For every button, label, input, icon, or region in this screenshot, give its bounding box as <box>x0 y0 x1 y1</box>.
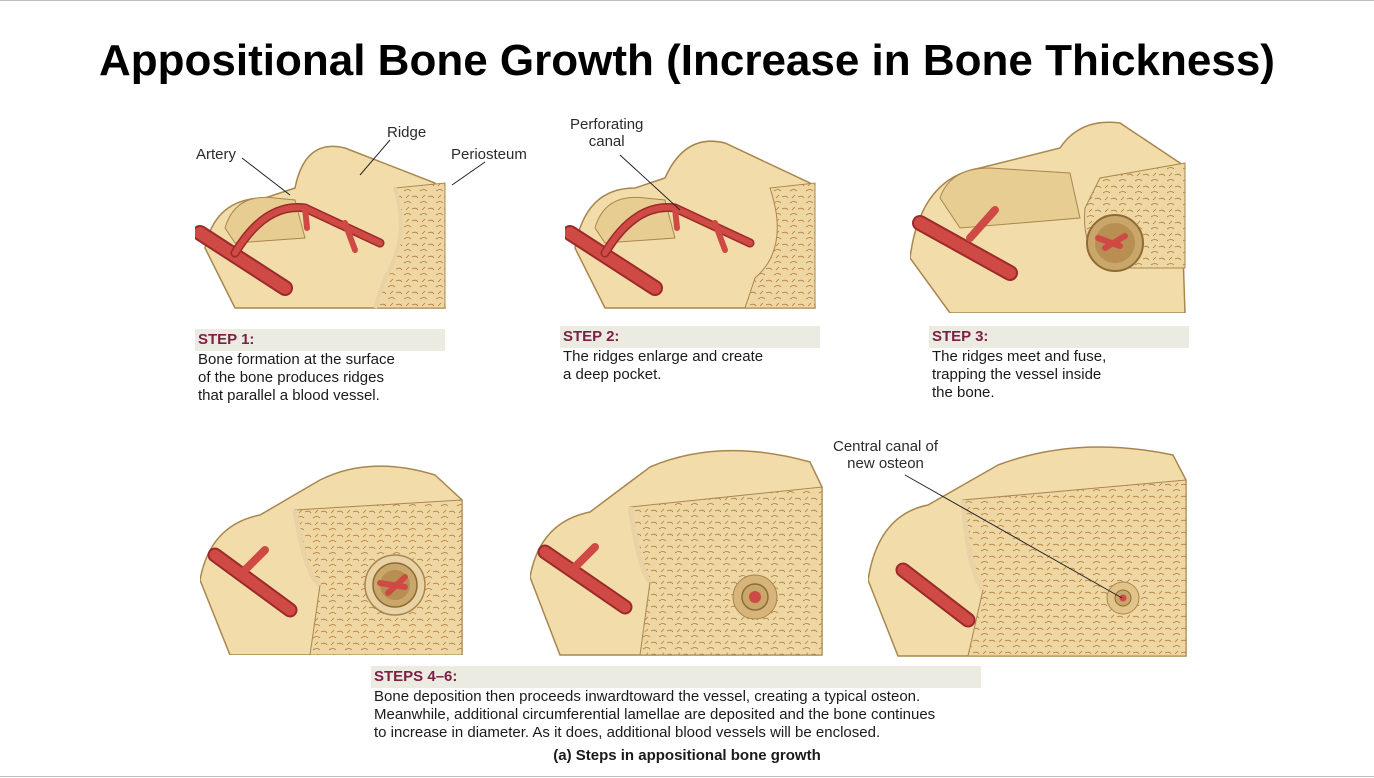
step-2-line-2: a deep pocket. <box>563 366 662 383</box>
step-3-line-3: the bone. <box>932 384 995 401</box>
step-2-line-1: The ridges enlarge and create <box>563 348 764 365</box>
steps-4-6-box: STEPS 4–6: Bone deposition then proceeds… <box>371 666 981 742</box>
step-2-heading: STEP 2: <box>560 326 820 348</box>
diagram-step-3 <box>910 118 1190 313</box>
label-leader-line-6 <box>904 474 1123 599</box>
figure-caption: (a) Steps in appositional bone growth <box>553 747 821 764</box>
step-1-line-3: that parallel a blood vessel. <box>198 387 380 404</box>
diagram-step-5 <box>530 442 825 657</box>
steps-4-6-line-2: Meanwhile, additional circumferential la… <box>374 706 936 723</box>
step-1-box: STEP 1: Bone formation at the surface of… <box>195 329 445 405</box>
top-border <box>0 0 1374 1</box>
steps-4-6-heading: STEPS 4–6: <box>371 666 981 688</box>
label-leader-line-2 <box>619 154 681 211</box>
perforating-label-line1: Perforating <box>570 116 644 133</box>
page-title: Appositional Bone Growth (Increase in Bo… <box>99 36 1275 85</box>
central-label-line1: Central canal of <box>833 438 939 455</box>
step-3-heading: STEP 3: <box>929 326 1189 348</box>
label-leader-lines-1 <box>241 139 486 196</box>
step-1-line-2: of the bone produces ridges <box>198 369 384 386</box>
steps-4-6-line-3: to increase in diameter. As it does, add… <box>374 724 881 741</box>
perforating-canal-label: Perforating canal <box>570 116 643 150</box>
perforating-label-line2: canal <box>588 133 625 150</box>
step-2-box: STEP 2: The ridges enlarge and create a … <box>560 326 820 384</box>
diagram-step-2 <box>565 128 825 313</box>
step-3-box: STEP 3: The ridges meet and fuse, trappi… <box>929 326 1189 402</box>
step-1-line-1: Bone formation at the surface <box>198 351 395 368</box>
diagram-step-4 <box>200 455 465 655</box>
steps-4-6-line-1: Bone deposition then proceeds inwardtowa… <box>374 688 921 705</box>
step-3-line-1: The ridges meet and fuse, <box>932 348 1107 365</box>
periosteum-label: Periosteum <box>451 146 527 163</box>
central-canal-label: Central canal of new osteon <box>833 438 938 472</box>
diagram-step-1 <box>195 128 455 313</box>
bottom-border <box>0 776 1374 777</box>
step-1-heading: STEP 1: <box>195 329 445 351</box>
step-3-line-2: trapping the vessel inside <box>932 366 1102 383</box>
central-label-line2: new osteon <box>847 455 924 472</box>
artery-label: Artery <box>196 146 237 163</box>
ridge-label: Ridge <box>387 124 427 141</box>
